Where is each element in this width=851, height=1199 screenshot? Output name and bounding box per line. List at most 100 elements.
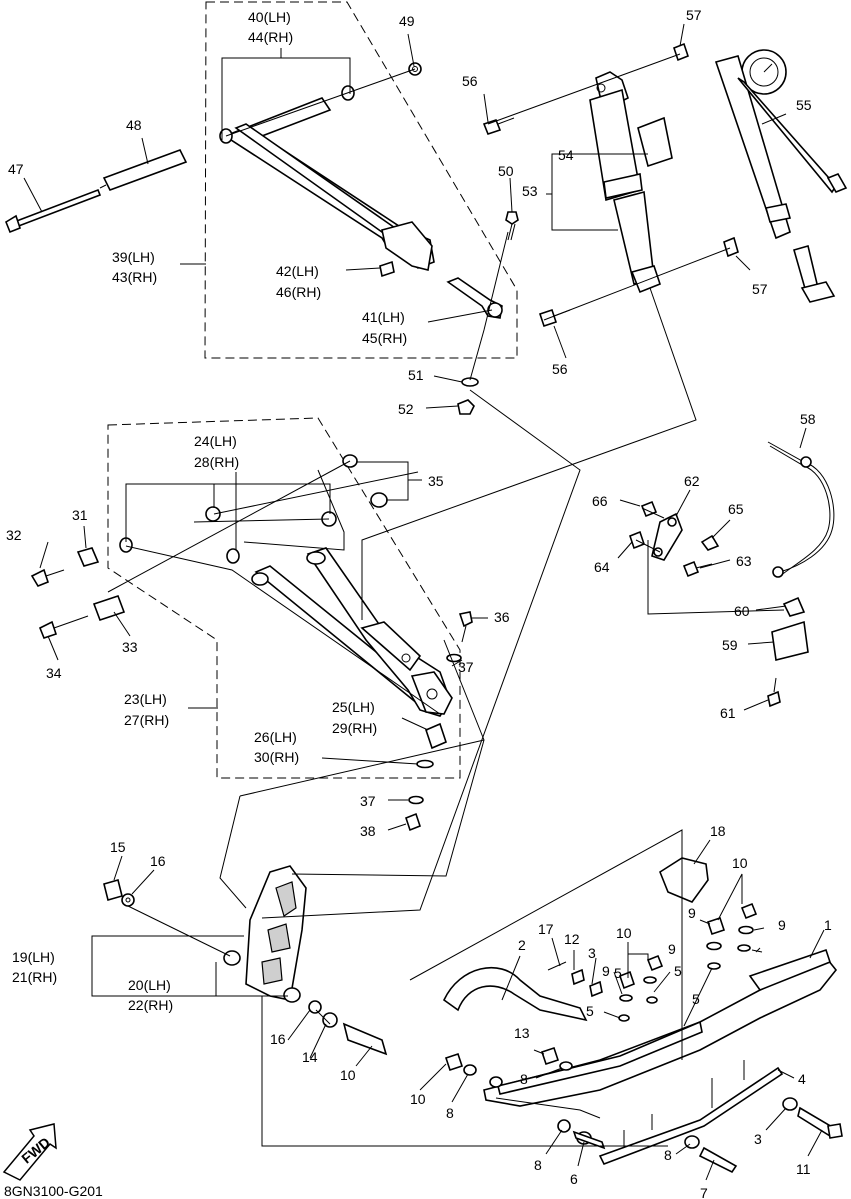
callout-label: 38 bbox=[360, 823, 376, 839]
callout-label: 22(RH) bbox=[128, 997, 173, 1013]
spindle-parts-13-16 bbox=[103, 879, 388, 1056]
ski-stopper-18 bbox=[659, 857, 709, 903]
callout-label: 61 bbox=[720, 705, 736, 721]
ski-1 bbox=[483, 948, 838, 1119]
callout-label: 16 bbox=[150, 853, 166, 869]
callout-label: 45(RH) bbox=[362, 330, 407, 346]
bolt-36-nuts-37-38-joint-25 bbox=[405, 611, 473, 832]
callout-label: 47 bbox=[8, 161, 24, 177]
wear-bar-4 bbox=[598, 1066, 784, 1166]
callout-label: 56 bbox=[552, 361, 568, 377]
callout-label: 48 bbox=[126, 117, 142, 133]
callout-label: 32 bbox=[6, 527, 22, 543]
callout-label: 30(RH) bbox=[254, 749, 299, 765]
callout-label: 55 bbox=[796, 97, 812, 113]
callout-label: 54 bbox=[558, 147, 574, 163]
callout-label: 24(LH) bbox=[194, 433, 237, 449]
callout-label: 53 bbox=[522, 183, 538, 199]
callout-label: 10 bbox=[732, 855, 748, 871]
callout-label: 57 bbox=[686, 7, 702, 23]
callout-label: 18 bbox=[710, 823, 726, 839]
callout-label: 37 bbox=[360, 793, 376, 809]
callout-label: 44(RH) bbox=[248, 29, 293, 45]
callout-label: 4 bbox=[798, 1071, 806, 1087]
routing-lines bbox=[107, 53, 785, 1147]
callout-label: 46(RH) bbox=[276, 284, 321, 300]
callout-label: 9 bbox=[688, 905, 696, 921]
callout-label: 16 bbox=[270, 1031, 286, 1047]
callout-label: 23(LH) bbox=[124, 691, 167, 707]
callout-label: 60 bbox=[734, 603, 750, 619]
callout-label: 50 bbox=[498, 163, 514, 179]
callout-label: 43(RH) bbox=[112, 269, 157, 285]
callout-label: 62 bbox=[684, 473, 700, 489]
callout-label: 40(LH) bbox=[248, 9, 291, 25]
callout-label: 57 bbox=[752, 281, 768, 297]
callout-label: 52 bbox=[398, 401, 414, 417]
callout-label: 33 bbox=[122, 639, 138, 655]
callout-label: 41(LH) bbox=[362, 309, 405, 325]
callout-label: 27(RH) bbox=[124, 712, 169, 728]
callout-label: 26(LH) bbox=[254, 729, 297, 745]
bolt-50-washer-51-nut-52 bbox=[457, 211, 519, 415]
callout-label: 8 bbox=[520, 1071, 528, 1087]
callout-label: 25(LH) bbox=[332, 699, 375, 715]
diagram-code: 8GN3100-G201 bbox=[4, 1183, 103, 1199]
callout-label: 63 bbox=[736, 553, 752, 569]
callout-label: 10 bbox=[616, 925, 632, 941]
lower-arm-group-outline bbox=[107, 417, 461, 779]
callout-label: 10 bbox=[410, 1091, 426, 1107]
callout-label: 20(LH) bbox=[128, 977, 171, 993]
callout-label: 28(RH) bbox=[194, 454, 239, 470]
callout-label: 9 bbox=[602, 963, 610, 979]
callout-label: 15 bbox=[110, 839, 126, 855]
callout-label: 9 bbox=[778, 917, 786, 933]
callout-label: 3 bbox=[588, 945, 596, 961]
callout-label: 21(RH) bbox=[12, 969, 57, 985]
callout-label: 35 bbox=[428, 473, 444, 489]
callout-label: 49 bbox=[399, 13, 415, 29]
callout-label: 65 bbox=[728, 501, 744, 517]
callout-label: 1 bbox=[824, 917, 832, 933]
lower-arm-assembly bbox=[251, 547, 453, 717]
callout-label: 11 bbox=[796, 1161, 811, 1177]
callout-label: 6 bbox=[570, 1171, 578, 1187]
callout-label: 8 bbox=[446, 1105, 454, 1121]
leader-lines bbox=[23, 23, 825, 1181]
callout-label: 7 bbox=[700, 1185, 708, 1199]
callout-label: 5 bbox=[674, 963, 682, 979]
callout-label: 14 bbox=[302, 1049, 318, 1065]
callout-label: 51 bbox=[408, 367, 424, 383]
callout-label: 36 bbox=[494, 609, 510, 625]
upper-arm-group-outline bbox=[204, 1, 518, 359]
callout-label: 19(LH) bbox=[12, 949, 55, 965]
callout-label: 17 bbox=[538, 921, 554, 937]
callout-label: 34 bbox=[46, 665, 62, 681]
callout-label: 64 bbox=[594, 559, 610, 575]
callout-label: 13 bbox=[514, 1025, 530, 1041]
shock-absorber-53 bbox=[589, 71, 673, 294]
bolt-47-and-collar-48 bbox=[5, 149, 188, 234]
ski-handle-2 bbox=[442, 966, 588, 1022]
callout-label: 29(RH) bbox=[332, 720, 377, 736]
callout-label: 3 bbox=[754, 1131, 762, 1147]
callout-label: 37 bbox=[458, 659, 474, 675]
upper-arm-assembly bbox=[219, 62, 435, 278]
callout-label: 66 bbox=[592, 493, 608, 509]
callout-label: 5 bbox=[692, 991, 700, 1007]
callout-label: 9 bbox=[668, 941, 676, 957]
callout-label: 42(LH) bbox=[276, 263, 319, 279]
stabilizer-link-group bbox=[629, 441, 835, 708]
callout-label: 10 bbox=[340, 1067, 356, 1083]
callout-label: 58 bbox=[800, 411, 816, 427]
callout-label: 12 bbox=[564, 931, 580, 947]
callout-label: 5 bbox=[614, 965, 622, 981]
callout-label: 8 bbox=[534, 1157, 542, 1173]
callout-label: 5 bbox=[586, 1003, 594, 1019]
ski-fasteners bbox=[444, 902, 843, 1174]
callout-label: 31 bbox=[72, 507, 88, 523]
spindle-19 bbox=[223, 865, 307, 1003]
bolts-32-34-collars-31-33 bbox=[30, 547, 126, 639]
callout-label: 39(LH) bbox=[112, 249, 155, 265]
